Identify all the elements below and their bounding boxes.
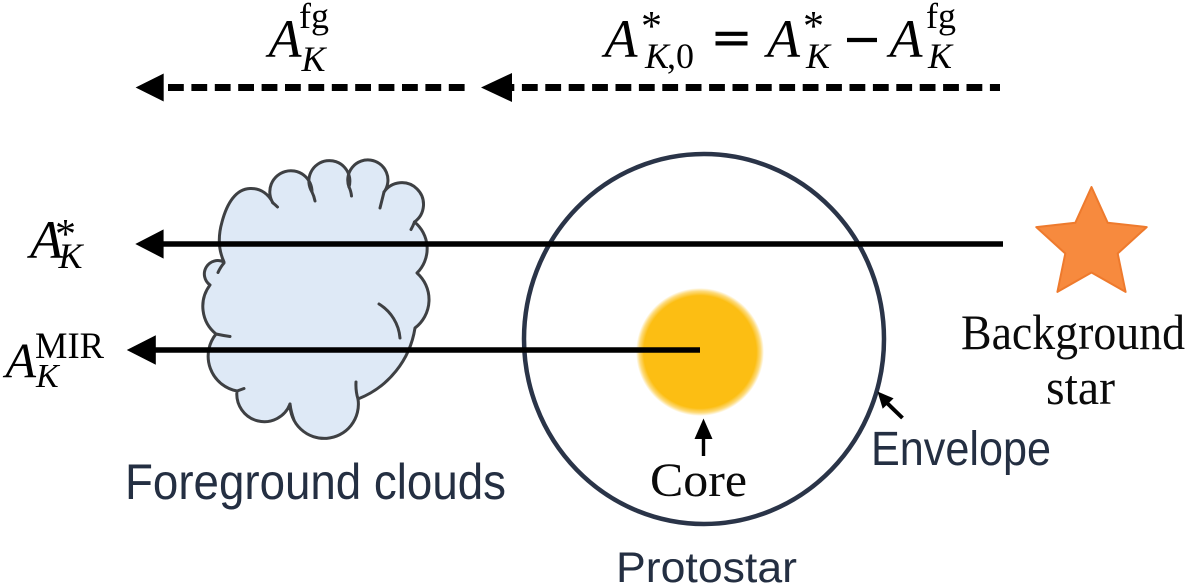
svg-text:K: K	[927, 36, 954, 76]
svg-text:,0: ,0	[667, 36, 694, 76]
svg-text:*: *	[803, 4, 824, 50]
svg-text:K: K	[644, 36, 671, 76]
svg-text:A: A	[3, 333, 37, 389]
svg-text:*: *	[55, 212, 76, 258]
svg-text:fg: fg	[926, 0, 956, 36]
svg-text:fg: fg	[299, 0, 329, 36]
svg-text:star: star	[1046, 359, 1115, 415]
svg-text:Foreground clouds: Foreground clouds	[125, 454, 506, 510]
svg-text:Background: Background	[961, 304, 1185, 360]
svg-text:K: K	[58, 236, 85, 276]
svg-text:K: K	[35, 358, 61, 395]
svg-text:A: A	[27, 210, 64, 270]
svg-text:K: K	[301, 39, 328, 79]
svg-text:A: A	[887, 9, 924, 69]
svg-text:*: *	[641, 4, 662, 50]
svg-text:MIR: MIR	[35, 325, 105, 366]
svg-text:A: A	[764, 9, 801, 69]
svg-text:K: K	[805, 36, 832, 76]
svg-text:Envelope: Envelope	[871, 423, 1051, 476]
svg-text:A: A	[602, 9, 639, 69]
svg-text:A: A	[266, 9, 303, 69]
svg-text:Protostar: Protostar	[616, 544, 797, 585]
svg-text:Core: Core	[650, 454, 747, 507]
